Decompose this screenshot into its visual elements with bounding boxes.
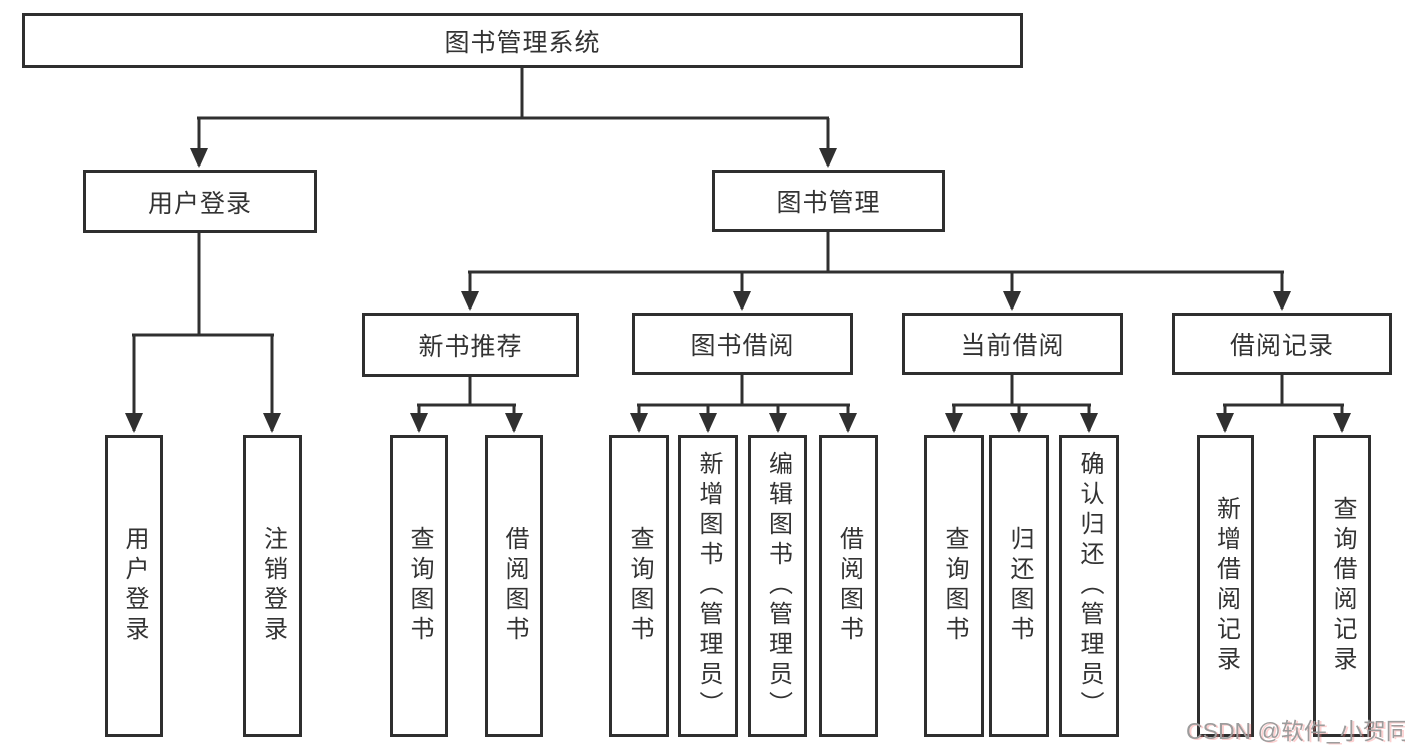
node-borrowing-records: 借阅记录 [1172,313,1392,375]
node-library-system: 图书管理系统 [22,13,1023,68]
leaf-user-login: 用户登录 [105,435,163,737]
node-borrowing-records-label: 借阅记录 [1229,332,1334,360]
node-book-borrowing-label: 图书借阅 [690,332,795,360]
connector-user-login-branch [125,233,281,433]
node-book-management-label: 图书管理 [776,189,881,217]
csdn-watermark: CSDN @软件_小贺同学 [1186,718,1405,744]
leaf-return-books: 归还图书 [989,435,1049,737]
leaf-confirm-return-admin: 确认归还（管理员） [1059,435,1119,737]
node-user-login-label: 用户登录 [147,189,252,218]
node-library-system-label: 图书管理系统 [444,28,601,57]
node-current-borrowing: 当前借阅 [902,313,1123,375]
leaf-borrow-books: 借阅图书 [819,435,878,737]
node-book-borrowing: 图书借阅 [632,313,853,375]
leaf-query-books-borrow: 查询图书 [609,435,669,737]
connector-borrow-records-branch [1216,375,1351,433]
connector-current-borrow-branch [945,375,1098,433]
node-current-borrowing-label: 当前借阅 [960,332,1065,360]
node-book-management: 图书管理 [712,170,945,232]
node-new-book-recommend: 新书推荐 [362,313,579,377]
leaf-query-borrow-record: 查询借阅记录 [1313,435,1371,737]
leaf-add-books-admin: 新增图书（管理员） [678,435,738,737]
leaf-query-books-recommend: 查询图书 [390,435,448,737]
leaf-edit-books-admin: 编辑图书（管理员） [748,435,807,737]
connector-book-borrow-branch [630,375,857,433]
node-user-login: 用户登录 [83,170,317,233]
connector-root-branch [190,68,837,168]
node-new-book-recommend-label: 新书推荐 [418,333,523,361]
connector-book-management-branch [461,232,1291,311]
leaf-add-borrow-record: 新增借阅记录 [1197,435,1254,737]
leaf-query-books-current: 查询图书 [924,435,984,737]
leaf-logout: 注销登录 [243,435,302,737]
connector-new-book-branch [410,377,523,433]
leaf-borrow-books-recommend: 借阅图书 [485,435,543,737]
